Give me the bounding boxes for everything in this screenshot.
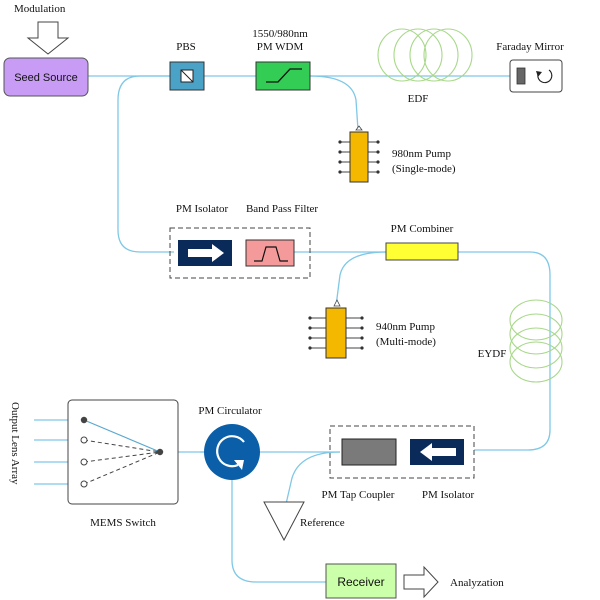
band-pass-filter-label: Band Pass Filter	[246, 203, 318, 215]
edf-label: EDF	[408, 93, 429, 105]
reference-label: Reference	[300, 517, 345, 529]
reference: Reference	[263, 501, 345, 542]
mems-switch-label: MEMS Switch	[90, 517, 156, 529]
pm-isolator-top-label: PM Isolator	[176, 203, 229, 215]
receiver: Receiver Analyzation	[325, 563, 504, 599]
seed-source-label: Seed Source	[14, 72, 78, 84]
pm-isolator-top	[178, 240, 232, 266]
pump-940-body	[325, 307, 347, 359]
wdm-label-line2: PM WDM	[257, 41, 304, 53]
pm-isolator-bottom	[410, 439, 464, 465]
pm-circulator-label: PM Circulator	[198, 405, 262, 417]
pbs-label: PBS	[176, 41, 196, 53]
modulation-label: Modulation	[14, 3, 66, 15]
arrow-left-icon	[420, 443, 456, 461]
fiber-paths	[88, 75, 551, 583]
receiver-label: Receiver	[337, 575, 384, 589]
circulate-icon	[216, 435, 245, 468]
pm-isolator-bottom-label: PM Isolator	[422, 489, 475, 501]
faraday-mirror: Faraday Mirror	[496, 41, 564, 93]
pump-980-label-line1: 980nm Pump	[392, 148, 451, 160]
modulation-group: Modulation	[14, 3, 70, 55]
band-pass-filter	[245, 239, 295, 267]
rotation-icon	[537, 69, 553, 84]
pump-940: 940nm Pump (Multi-mode)	[308, 299, 436, 359]
detector-triangle-icon	[263, 501, 305, 542]
pump-980-body	[349, 131, 369, 183]
output-arrow-icon	[403, 565, 439, 599]
edf-coil: EDF	[377, 28, 473, 105]
pump-940-label-line1: 940nm Pump	[376, 321, 435, 333]
wdm-label-line1: 1550/980nm	[252, 28, 308, 40]
pm-circulator: PM Circulator	[198, 405, 262, 480]
pbs: PBS	[169, 41, 205, 91]
filter-edge-icon	[266, 68, 302, 83]
output-lens-array-label: Output Lens Array	[9, 402, 21, 485]
pm-combiner: PM Combiner	[385, 223, 459, 261]
eydf-label: EYDF	[478, 348, 507, 360]
analyzation-label: Analyzation	[450, 577, 504, 589]
eydf-coil: EYDF	[478, 299, 563, 383]
pm-wdm: 1550/980nm PM WDM	[252, 28, 311, 91]
mirror-icon	[516, 67, 526, 85]
pm-tap-coupler-label: PM Tap Coupler	[322, 489, 395, 501]
bandpass-icon	[254, 246, 288, 262]
faraday-mirror-label: Faraday Mirror	[496, 41, 564, 53]
tap-isolator-group: PM Tap Coupler PM Isolator	[322, 425, 475, 501]
isolator-filter-group: PM Isolator Band Pass Filter	[169, 203, 318, 279]
arrow-right-icon	[188, 244, 224, 262]
pump-980: 980nm Pump (Single-mode)	[338, 125, 456, 183]
pm-tap-coupler	[341, 438, 397, 466]
pump-980-label-line2: (Single-mode)	[392, 163, 456, 175]
mems-switch: MEMS Switch	[34, 399, 204, 529]
pm-combiner-label: PM Combiner	[391, 223, 454, 235]
pump-940-label-line2: (Multi-mode)	[376, 336, 436, 348]
seed-source: Seed Source	[3, 57, 89, 97]
modulation-arrow-icon	[26, 21, 70, 55]
